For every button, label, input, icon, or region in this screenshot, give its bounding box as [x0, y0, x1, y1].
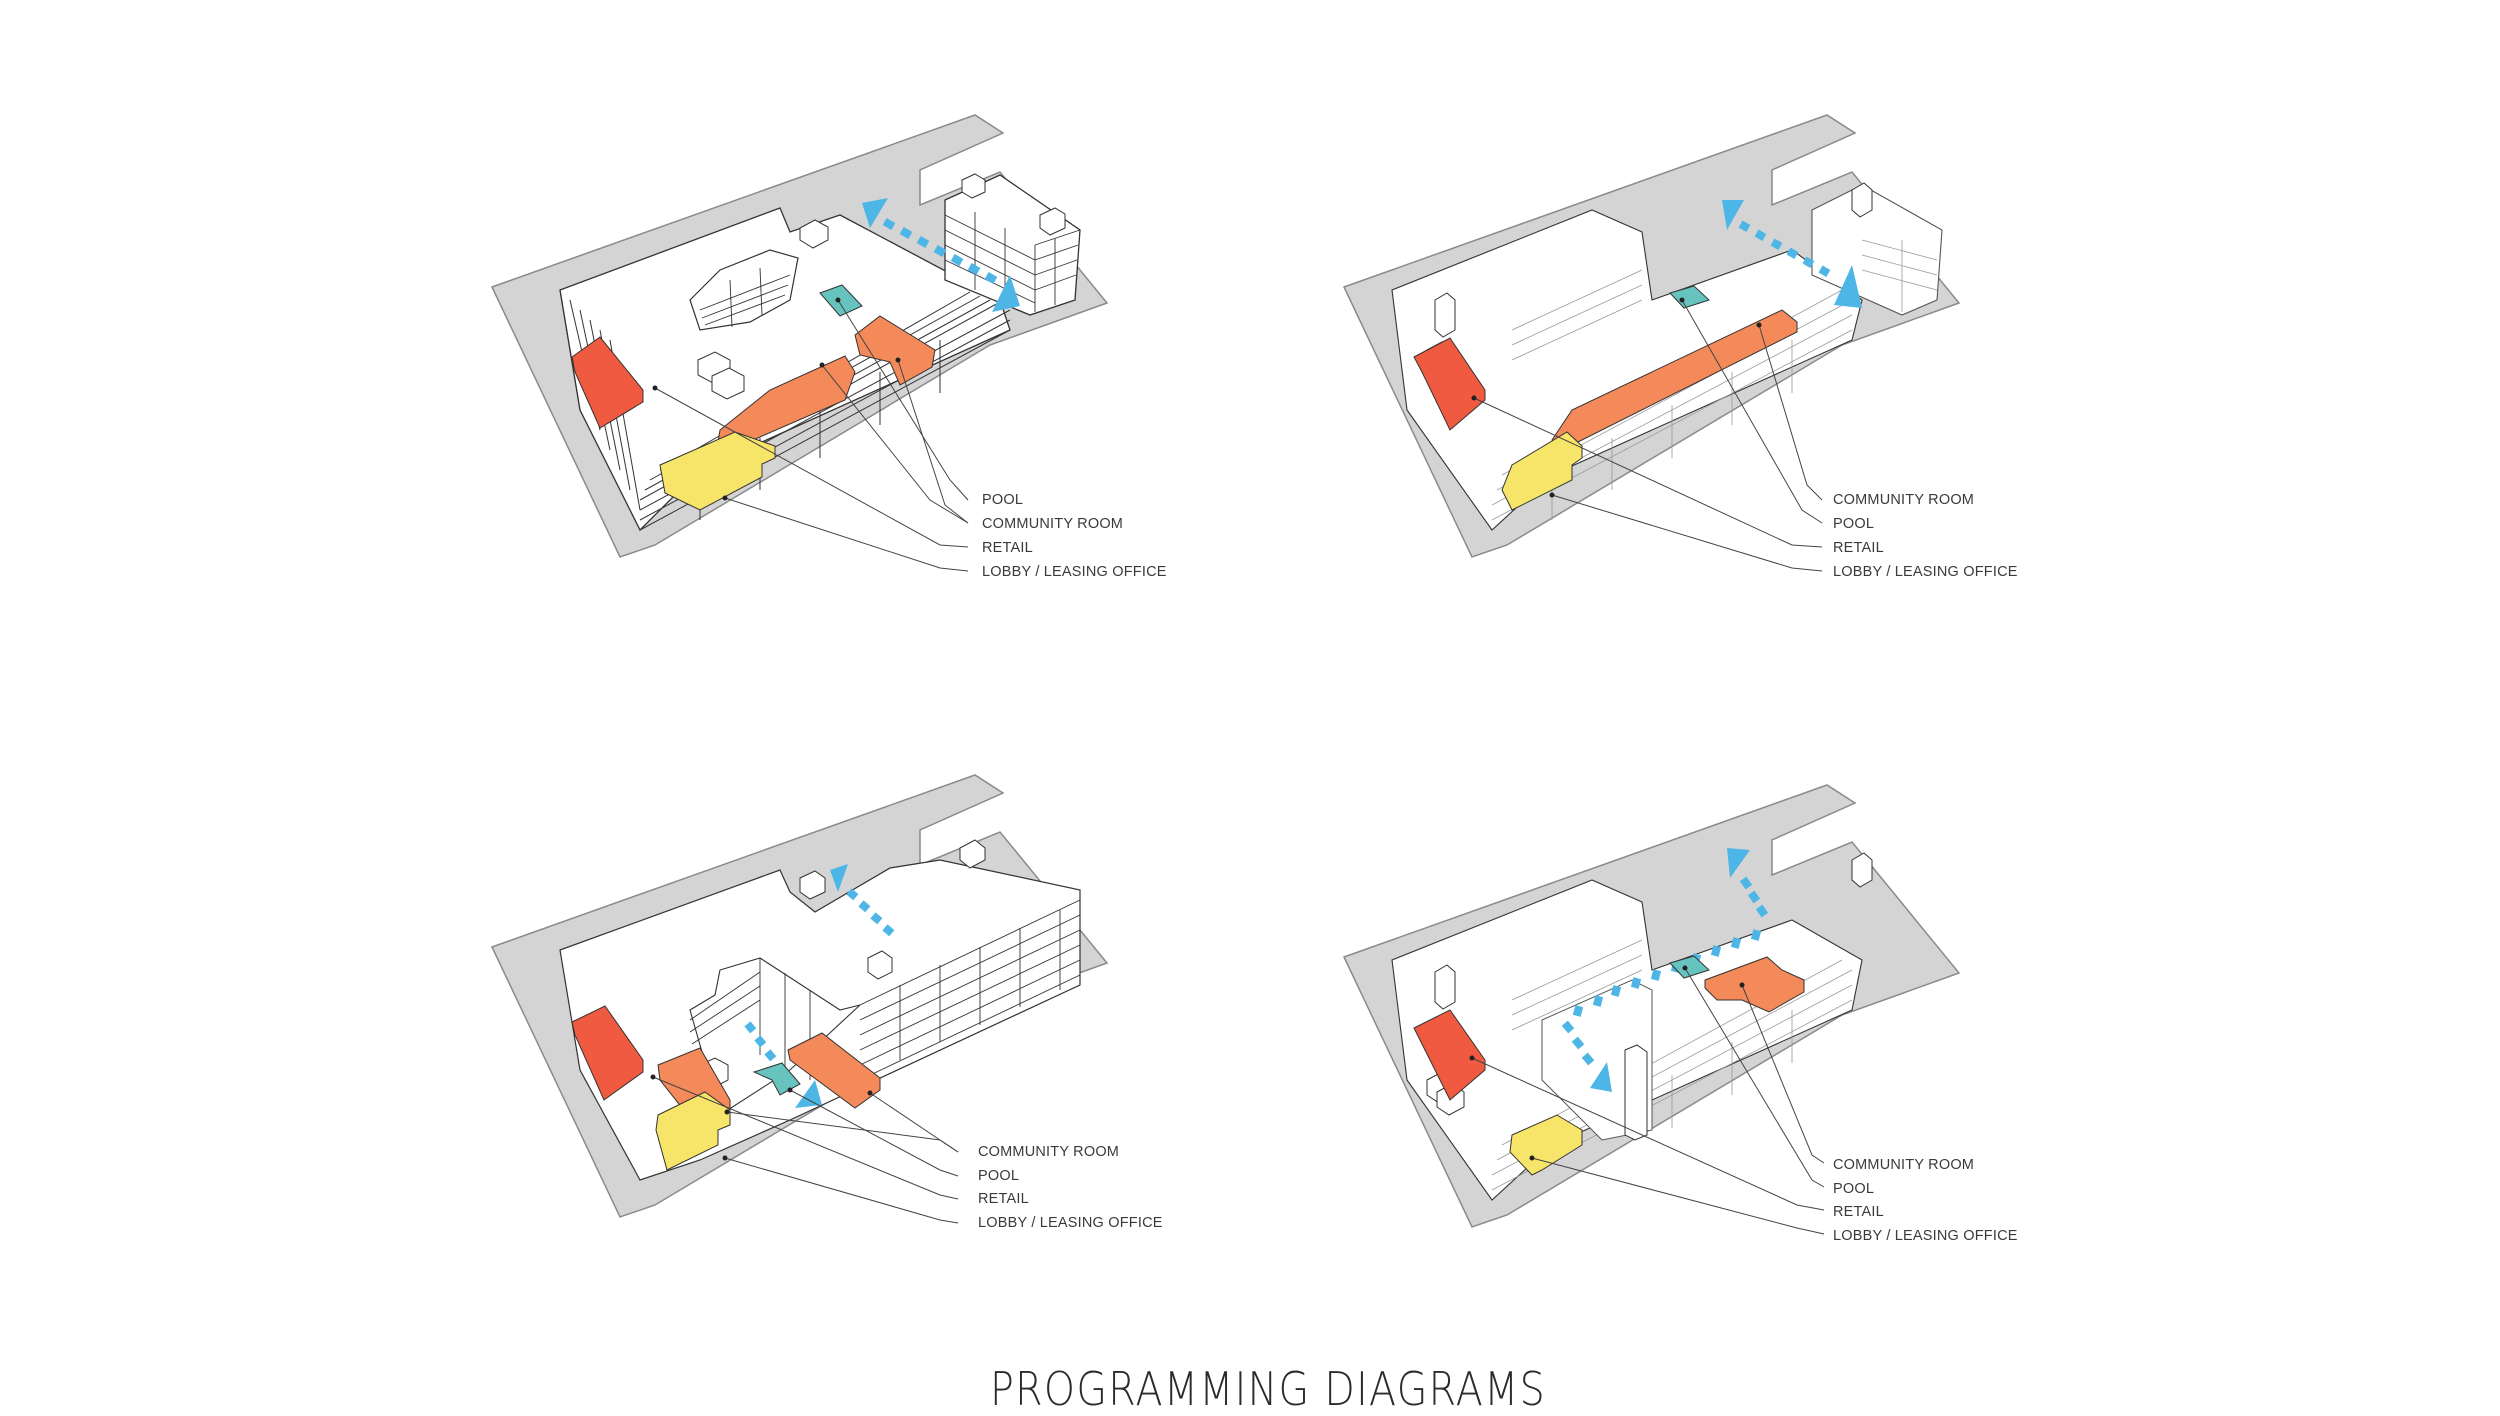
- label-pool: POOL: [1833, 1181, 1875, 1197]
- leader-lines: [654, 299, 969, 572]
- leader-lines: [652, 1076, 959, 1224]
- lobby-volume: [1509, 1114, 1583, 1176]
- label-pool: POOL: [978, 1168, 1020, 1184]
- lobby-volume: [659, 431, 776, 511]
- retail-volume: [1413, 1009, 1486, 1101]
- massing-diagram-3: [490, 774, 1109, 1224]
- diagram-top-left: POOL COMMUNITY ROOM RETAIL LOBBY / LEASI…: [0, 0, 1250, 660]
- circulation-arrow: [830, 864, 895, 937]
- label-community-room: COMMUNITY ROOM: [1833, 492, 1975, 508]
- label-lobby-leasing-office: LOBBY / LEASING OFFICE: [1833, 564, 2018, 580]
- diagram-top-right: COMMUNITY ROOM POOL RETAIL LOBBY / LEASI…: [852, 0, 2102, 660]
- label-community-room: COMMUNITY ROOM: [1833, 1157, 1975, 1173]
- massing-diagram-2: [1342, 114, 1961, 572]
- circulation-arrow: [862, 198, 1020, 312]
- retail-volume: [571, 336, 644, 429]
- page-title: PROGRAMMING DIAGRAMS: [990, 1362, 1546, 1416]
- pool-volume: [1669, 285, 1710, 309]
- label-retail: RETAIL: [1833, 540, 1884, 556]
- label-pool: POOL: [982, 492, 1024, 508]
- label-lobby-leasing-office: LOBBY / LEASING OFFICE: [982, 564, 1167, 580]
- pool-volume: [819, 284, 863, 317]
- facade-grid: [859, 899, 1081, 1081]
- stair-core: [1624, 1044, 1648, 1141]
- retail-volume: [571, 1005, 644, 1101]
- label-lobby-leasing-office: LOBBY / LEASING OFFICE: [978, 1215, 1163, 1231]
- diagram-bottom-left: COMMUNITY ROOM POOL RETAIL LOBBY / LEASI…: [0, 660, 1250, 1320]
- community-room-volume: [787, 1032, 881, 1109]
- circulation-arrow: [1722, 200, 1862, 308]
- massing-diagram-4: [1342, 784, 1961, 1235]
- leader-lines: [1471, 967, 1825, 1235]
- building-roof: [1391, 209, 1863, 531]
- pool-volume: [1669, 955, 1710, 979]
- label-community-room: COMMUNITY ROOM: [978, 1144, 1120, 1160]
- label-retail: RETAIL: [978, 1191, 1029, 1207]
- tower: [944, 174, 1081, 316]
- diagram-bottom-right: COMMUNITY ROOM POOL RETAIL LOBBY / LEASI…: [852, 660, 2102, 1320]
- label-lobby-leasing-office: LOBBY / LEASING OFFICE: [1833, 1228, 2018, 1244]
- circulation-arrow: [1561, 848, 1769, 1092]
- rooftop-units: [697, 173, 1066, 400]
- label-retail: RETAIL: [982, 540, 1033, 556]
- retail-volume: [1413, 337, 1486, 431]
- courtyard-void: [689, 957, 861, 1116]
- leader-lines: [1473, 299, 1823, 572]
- community-room-volume: [1704, 956, 1805, 1013]
- building-roof: [559, 207, 1011, 532]
- label-pool: POOL: [1833, 516, 1875, 532]
- label-retail: RETAIL: [1833, 1204, 1884, 1220]
- lobby-volume: [1501, 431, 1583, 511]
- massing-diagram-1: [490, 114, 1109, 572]
- courtyard-void: [689, 249, 799, 331]
- lobby-volume: [655, 1091, 731, 1171]
- label-community-room: COMMUNITY ROOM: [982, 516, 1124, 532]
